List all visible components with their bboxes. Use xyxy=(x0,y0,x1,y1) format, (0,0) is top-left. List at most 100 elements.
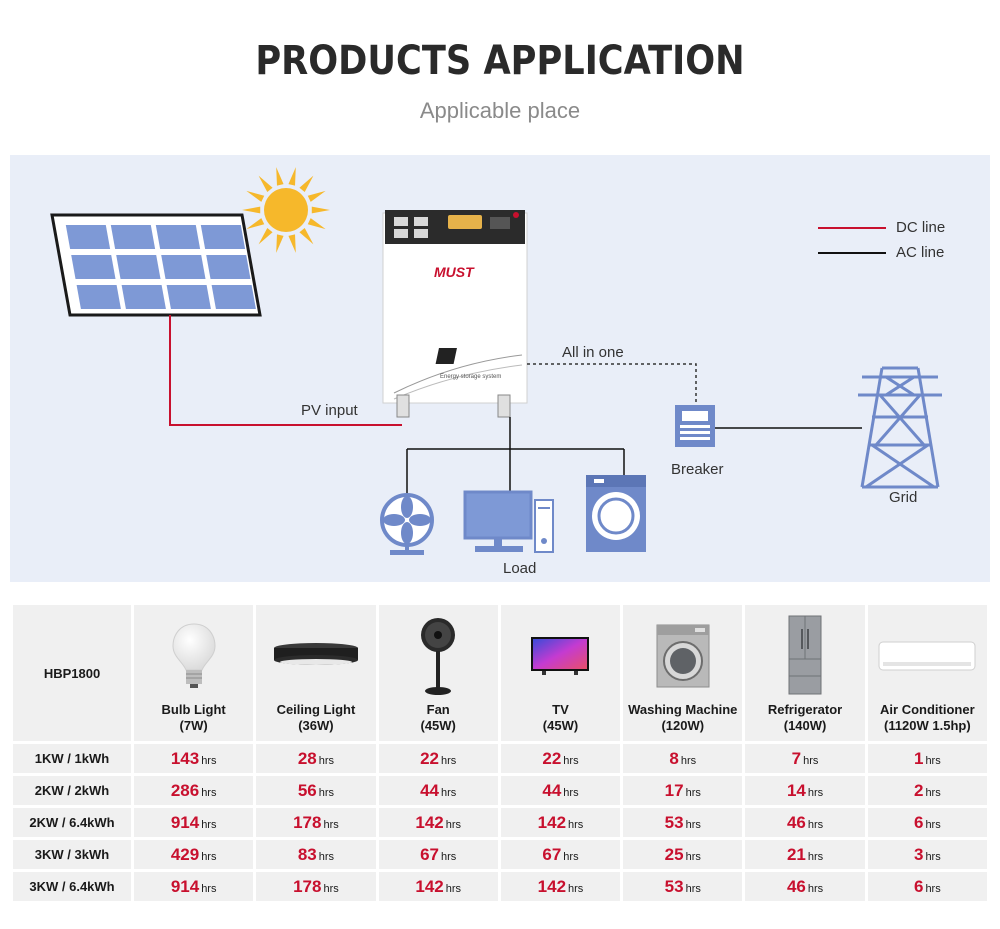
appliance-header: TV(45W) xyxy=(500,605,621,741)
runtime-value: 21 xyxy=(786,844,806,864)
appliance-power: (120W) xyxy=(661,718,705,733)
runtime-value: 8 xyxy=(669,748,679,768)
appliance-name: TV xyxy=(552,702,569,717)
legend-dc-label: DC line xyxy=(896,219,946,236)
runtime-unit: hrs xyxy=(685,786,701,799)
runtime-value: 28 xyxy=(297,748,317,768)
runtime-value: 46 xyxy=(786,876,806,896)
appliance-header: Ceiling Light(36W) xyxy=(256,605,376,741)
runtime-value: 56 xyxy=(297,780,317,800)
page-subtitle: Applicable place xyxy=(419,98,581,123)
row-label: 2KW / 6.4kWh xyxy=(13,808,131,837)
runtime-unit: hrs xyxy=(441,754,457,767)
runtime-value: 67 xyxy=(542,844,562,864)
runtime-value: 2 xyxy=(913,780,924,800)
runtime-unit: hrs xyxy=(441,850,457,863)
row-label: 3KW / 6.4kWh xyxy=(13,872,131,901)
load-label: Load xyxy=(503,560,537,577)
pv-input-label: PV input xyxy=(301,402,358,419)
runtime-value: 914 xyxy=(170,876,200,896)
runtime-unit: hrs xyxy=(201,754,217,767)
runtime-unit: hrs xyxy=(201,850,217,863)
air-conditioner-icon xyxy=(878,641,976,671)
runtime-value: 53 xyxy=(664,812,684,832)
appliance-name: Refrigerator xyxy=(767,702,843,717)
runtime-value: 67 xyxy=(420,844,440,864)
appliance-power: (140W) xyxy=(783,718,827,733)
row-label: 1KW / 1kWh xyxy=(13,744,131,773)
appliance-name: Air Conditioner xyxy=(880,702,975,717)
runtime-value: 178 xyxy=(293,876,322,896)
runtime-value: 53 xyxy=(664,876,684,896)
grid-tower-icon xyxy=(858,366,942,489)
table-header-row: HBP1800 Bulb Light(7W) xyxy=(13,605,987,741)
runtime-value: 143 xyxy=(170,748,200,768)
runtime-unit: hrs xyxy=(925,850,941,863)
appliance-power: (7W) xyxy=(179,718,208,733)
runtime-unit: hrs xyxy=(925,818,941,831)
system-diagram: DC line AC line MUST Energy storage syst… xyxy=(10,155,990,582)
runtime-value: 178 xyxy=(293,812,322,832)
appliance-name: Washing Machine xyxy=(628,702,738,717)
runtime-value: 14 xyxy=(786,780,806,800)
row-label: 2KW / 2kWh xyxy=(13,776,131,805)
bulb-icon xyxy=(172,623,216,688)
runtime-unit: hrs xyxy=(925,882,941,895)
runtime-value: 286 xyxy=(170,780,200,800)
runtime-unit: hrs xyxy=(568,882,584,895)
runtime-value: 46 xyxy=(786,812,806,832)
runtime-value: 44 xyxy=(420,780,440,800)
runtime-unit: hrs xyxy=(323,882,339,895)
fan-stand-icon xyxy=(421,618,456,695)
legend-ac-label: AC line xyxy=(896,244,945,261)
runtime-unit: hrs xyxy=(925,754,941,767)
runtime-value: 142 xyxy=(415,876,444,896)
washing-machine-icon xyxy=(586,475,646,552)
runtime-unit: hrs xyxy=(445,818,462,831)
runtime-value: 7 xyxy=(791,748,802,768)
appliance-name: Fan xyxy=(426,702,450,717)
appliance-name: Ceiling Light xyxy=(276,702,356,717)
dc-line-pv xyxy=(169,315,402,426)
model-label: HBP1800 xyxy=(43,665,101,681)
ac-line-breaker-dotted xyxy=(527,363,697,405)
runtime-value: 429 xyxy=(170,844,200,864)
diagram-canvas xyxy=(50,167,942,555)
runtime-unit: hrs xyxy=(685,850,701,863)
runtime-unit: hrs xyxy=(201,786,217,799)
runtime-unit: hrs xyxy=(323,818,339,831)
appliance-power: (45W) xyxy=(420,718,456,733)
all-in-one-label: All in one xyxy=(562,344,624,361)
runtime-unit: hrs xyxy=(318,850,335,863)
appliance-header: Washing Machine(120W) xyxy=(623,605,743,741)
runtime-value: 3 xyxy=(913,844,924,864)
runtime-unit: hrs xyxy=(201,818,217,831)
page-title: PRODUCTS APPLICATION xyxy=(255,38,745,84)
legend-dc-swatch xyxy=(818,227,886,229)
appliance-power: (36W) xyxy=(298,718,334,733)
breaker-icon xyxy=(675,405,715,447)
grid-label: Grid xyxy=(889,489,918,506)
runtime-unit: hrs xyxy=(685,818,701,831)
runtime-value: 914 xyxy=(170,812,200,832)
runtime-value: 22 xyxy=(420,748,440,768)
runtime-unit: hrs xyxy=(807,818,824,831)
runtime-value: 6 xyxy=(913,876,924,896)
